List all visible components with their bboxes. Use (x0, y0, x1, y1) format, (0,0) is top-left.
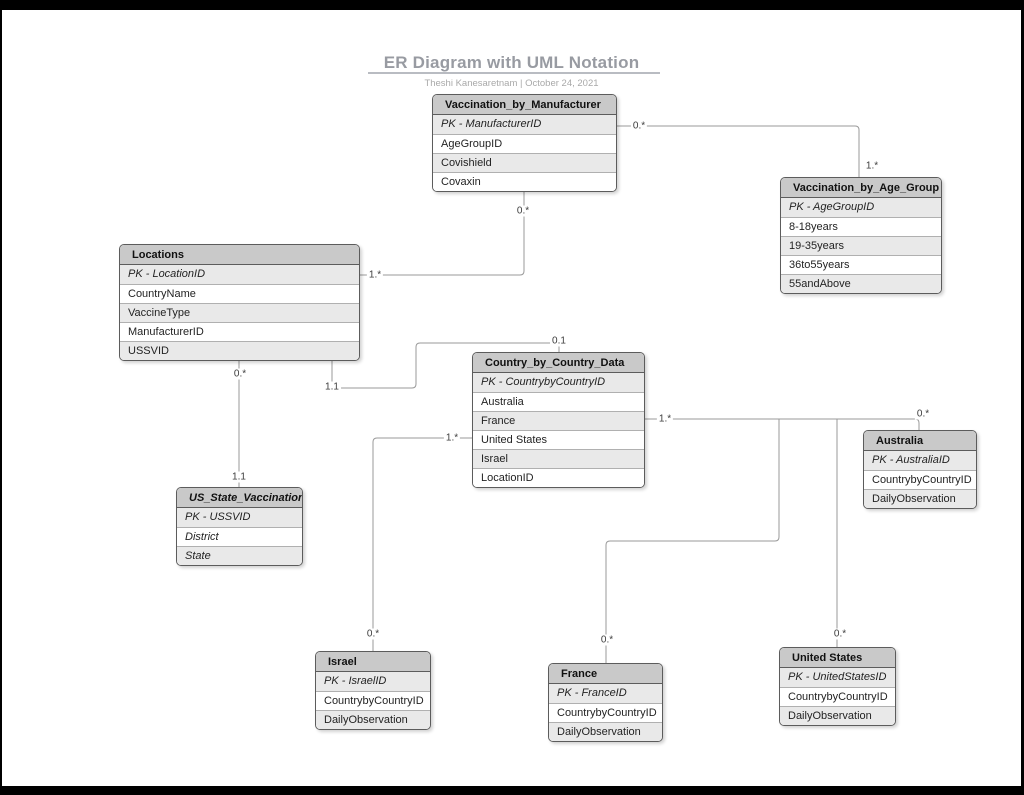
entity-row: LocationID (473, 468, 644, 487)
entity-title: Israel (316, 652, 430, 672)
cardinality-label: 0.* (364, 628, 382, 640)
entity-row: Covaxin (433, 172, 616, 191)
page-title: ER Diagram with UML Notation (383, 53, 640, 72)
entity-australia[interactable]: Australia PK - AustraliaID CountrybyCoun… (863, 430, 977, 509)
cardinality-label: 1.* (656, 413, 674, 425)
entity-row-pk: PK - USSVID (177, 508, 302, 527)
entity-row: State (177, 546, 302, 565)
entity-row-pk: PK - FranceID (549, 684, 662, 703)
entity-title: Locations (120, 245, 359, 265)
entity-row-pk: PK - ManufacturerID (433, 115, 616, 134)
entity-title: US_State_Vaccinations (177, 488, 302, 508)
entity-title: Vaccination_by_Age_Group (781, 178, 941, 198)
entity-france[interactable]: France PK - FranceID CountrybyCountryID … (548, 663, 663, 742)
entity-row: United States (473, 430, 644, 449)
entity-row: CountryName (120, 284, 359, 303)
entity-locations[interactable]: Locations PK - LocationID CountryName Va… (119, 244, 360, 361)
entity-row: DailyObservation (316, 710, 430, 729)
cardinality-label: 1.* (366, 269, 384, 281)
entity-row: AgeGroupID (433, 134, 616, 153)
entity-row: 19-35years (781, 236, 941, 255)
cardinality-label: 1.1 (323, 381, 341, 393)
entity-row: CountrybyCountryID (864, 470, 976, 489)
entity-row: 8-18years (781, 217, 941, 236)
entity-united-states[interactable]: United States PK - UnitedStatesID Countr… (779, 647, 896, 726)
cardinality-label: 0.* (914, 408, 932, 420)
entity-row: 55andAbove (781, 274, 941, 293)
entity-row-pk: PK - LocationID (120, 265, 359, 284)
title-underline (368, 72, 660, 74)
entity-row-pk: PK - UnitedStatesID (780, 668, 895, 687)
entity-row: Covishield (433, 153, 616, 172)
entity-row: Australia (473, 392, 644, 411)
entity-title: Vaccination_by_Manufacturer (433, 95, 616, 115)
cardinality-label: 0.* (630, 120, 648, 132)
page-subtitle: Theshi Kanesaretnam | October 24, 2021 (424, 78, 599, 89)
entity-row: District (177, 527, 302, 546)
entity-row: CountrybyCountryID (316, 691, 430, 710)
entity-country-by-country-data[interactable]: Country_by_Country_Data PK - CountrybyCo… (472, 352, 645, 488)
entity-row: CountrybyCountryID (549, 703, 662, 722)
entity-us-state-vaccinations[interactable]: US_State_Vaccinations PK - USSVID Distri… (176, 487, 303, 566)
entity-row: DailyObservation (780, 706, 895, 725)
entity-title: Australia (864, 431, 976, 451)
entity-row: Israel (473, 449, 644, 468)
entity-row-pk: PK - AgeGroupID (781, 198, 941, 217)
cardinality-label: 1.1 (230, 471, 248, 483)
entity-title: Country_by_Country_Data (473, 353, 644, 373)
entity-row-pk: PK - IsraelID (316, 672, 430, 691)
entity-row: DailyObservation (864, 489, 976, 508)
entity-row: VaccineType (120, 303, 359, 322)
cardinality-label: 0.* (231, 368, 249, 380)
cardinality-label: 0.* (831, 628, 849, 640)
entity-row: 36to55years (781, 255, 941, 274)
entity-row: France (473, 411, 644, 430)
cardinality-label: 1.* (443, 432, 461, 444)
cardinality-label: 0.* (598, 634, 616, 646)
cardinality-label: 0.* (514, 205, 532, 217)
cardinality-label: 0.1 (550, 335, 568, 347)
entity-row-pk: PK - AustraliaID (864, 451, 976, 470)
entity-row-pk: PK - CountrybyCountryID (473, 373, 644, 392)
entity-vaccination-by-age-group[interactable]: Vaccination_by_Age_Group PK - AgeGroupID… (780, 177, 942, 294)
entity-row: DailyObservation (549, 722, 662, 741)
entity-vaccination-by-manufacturer[interactable]: Vaccination_by_Manufacturer PK - Manufac… (432, 94, 617, 192)
entity-row: ManufacturerID (120, 322, 359, 341)
entity-israel[interactable]: Israel PK - IsraelID CountrybyCountryID … (315, 651, 431, 730)
entity-row: USSVID (120, 341, 359, 360)
entity-title: France (549, 664, 662, 684)
entity-title: United States (780, 648, 895, 668)
entity-row: CountrybyCountryID (780, 687, 895, 706)
cardinality-label: 1.* (863, 160, 881, 172)
